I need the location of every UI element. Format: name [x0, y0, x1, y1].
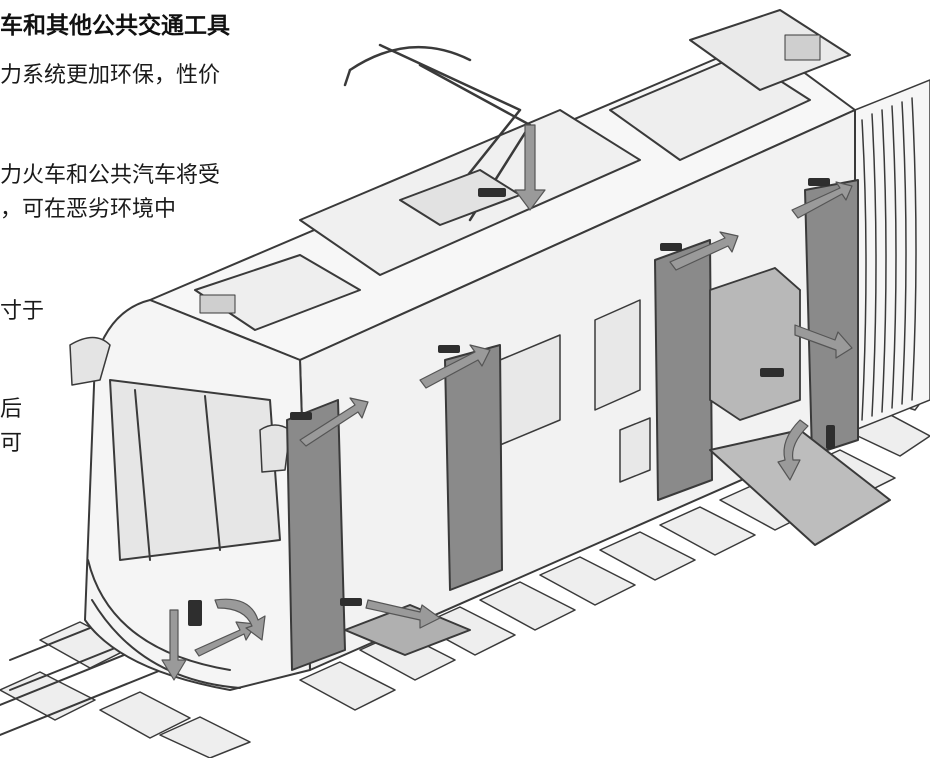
text-line-5: 后: [0, 397, 23, 422]
text-line-4: 寸于: [0, 299, 45, 324]
rear-bellows: [854, 79, 930, 431]
tram-body: [69, 9, 856, 691]
interior-components: [709, 267, 801, 421]
article-text-fragment: 车和其他公共交通工具 力系统更加环保，性价 力火车和公共汽车将受 ，可在恶劣环境…: [0, 0, 310, 470]
doors: [286, 179, 859, 671]
text-line-2: 力火车和公共汽车将受: [0, 163, 221, 188]
text-line-1: 力系统更加环保，性价: [0, 63, 221, 88]
text-line-3: ，可在恶劣环境中: [0, 197, 177, 222]
motion-arrows: [161, 124, 853, 681]
heading-fragment: 车和其他公共交通工具: [0, 13, 230, 39]
actuators: [188, 178, 835, 626]
text-line-6: 可: [0, 431, 23, 456]
